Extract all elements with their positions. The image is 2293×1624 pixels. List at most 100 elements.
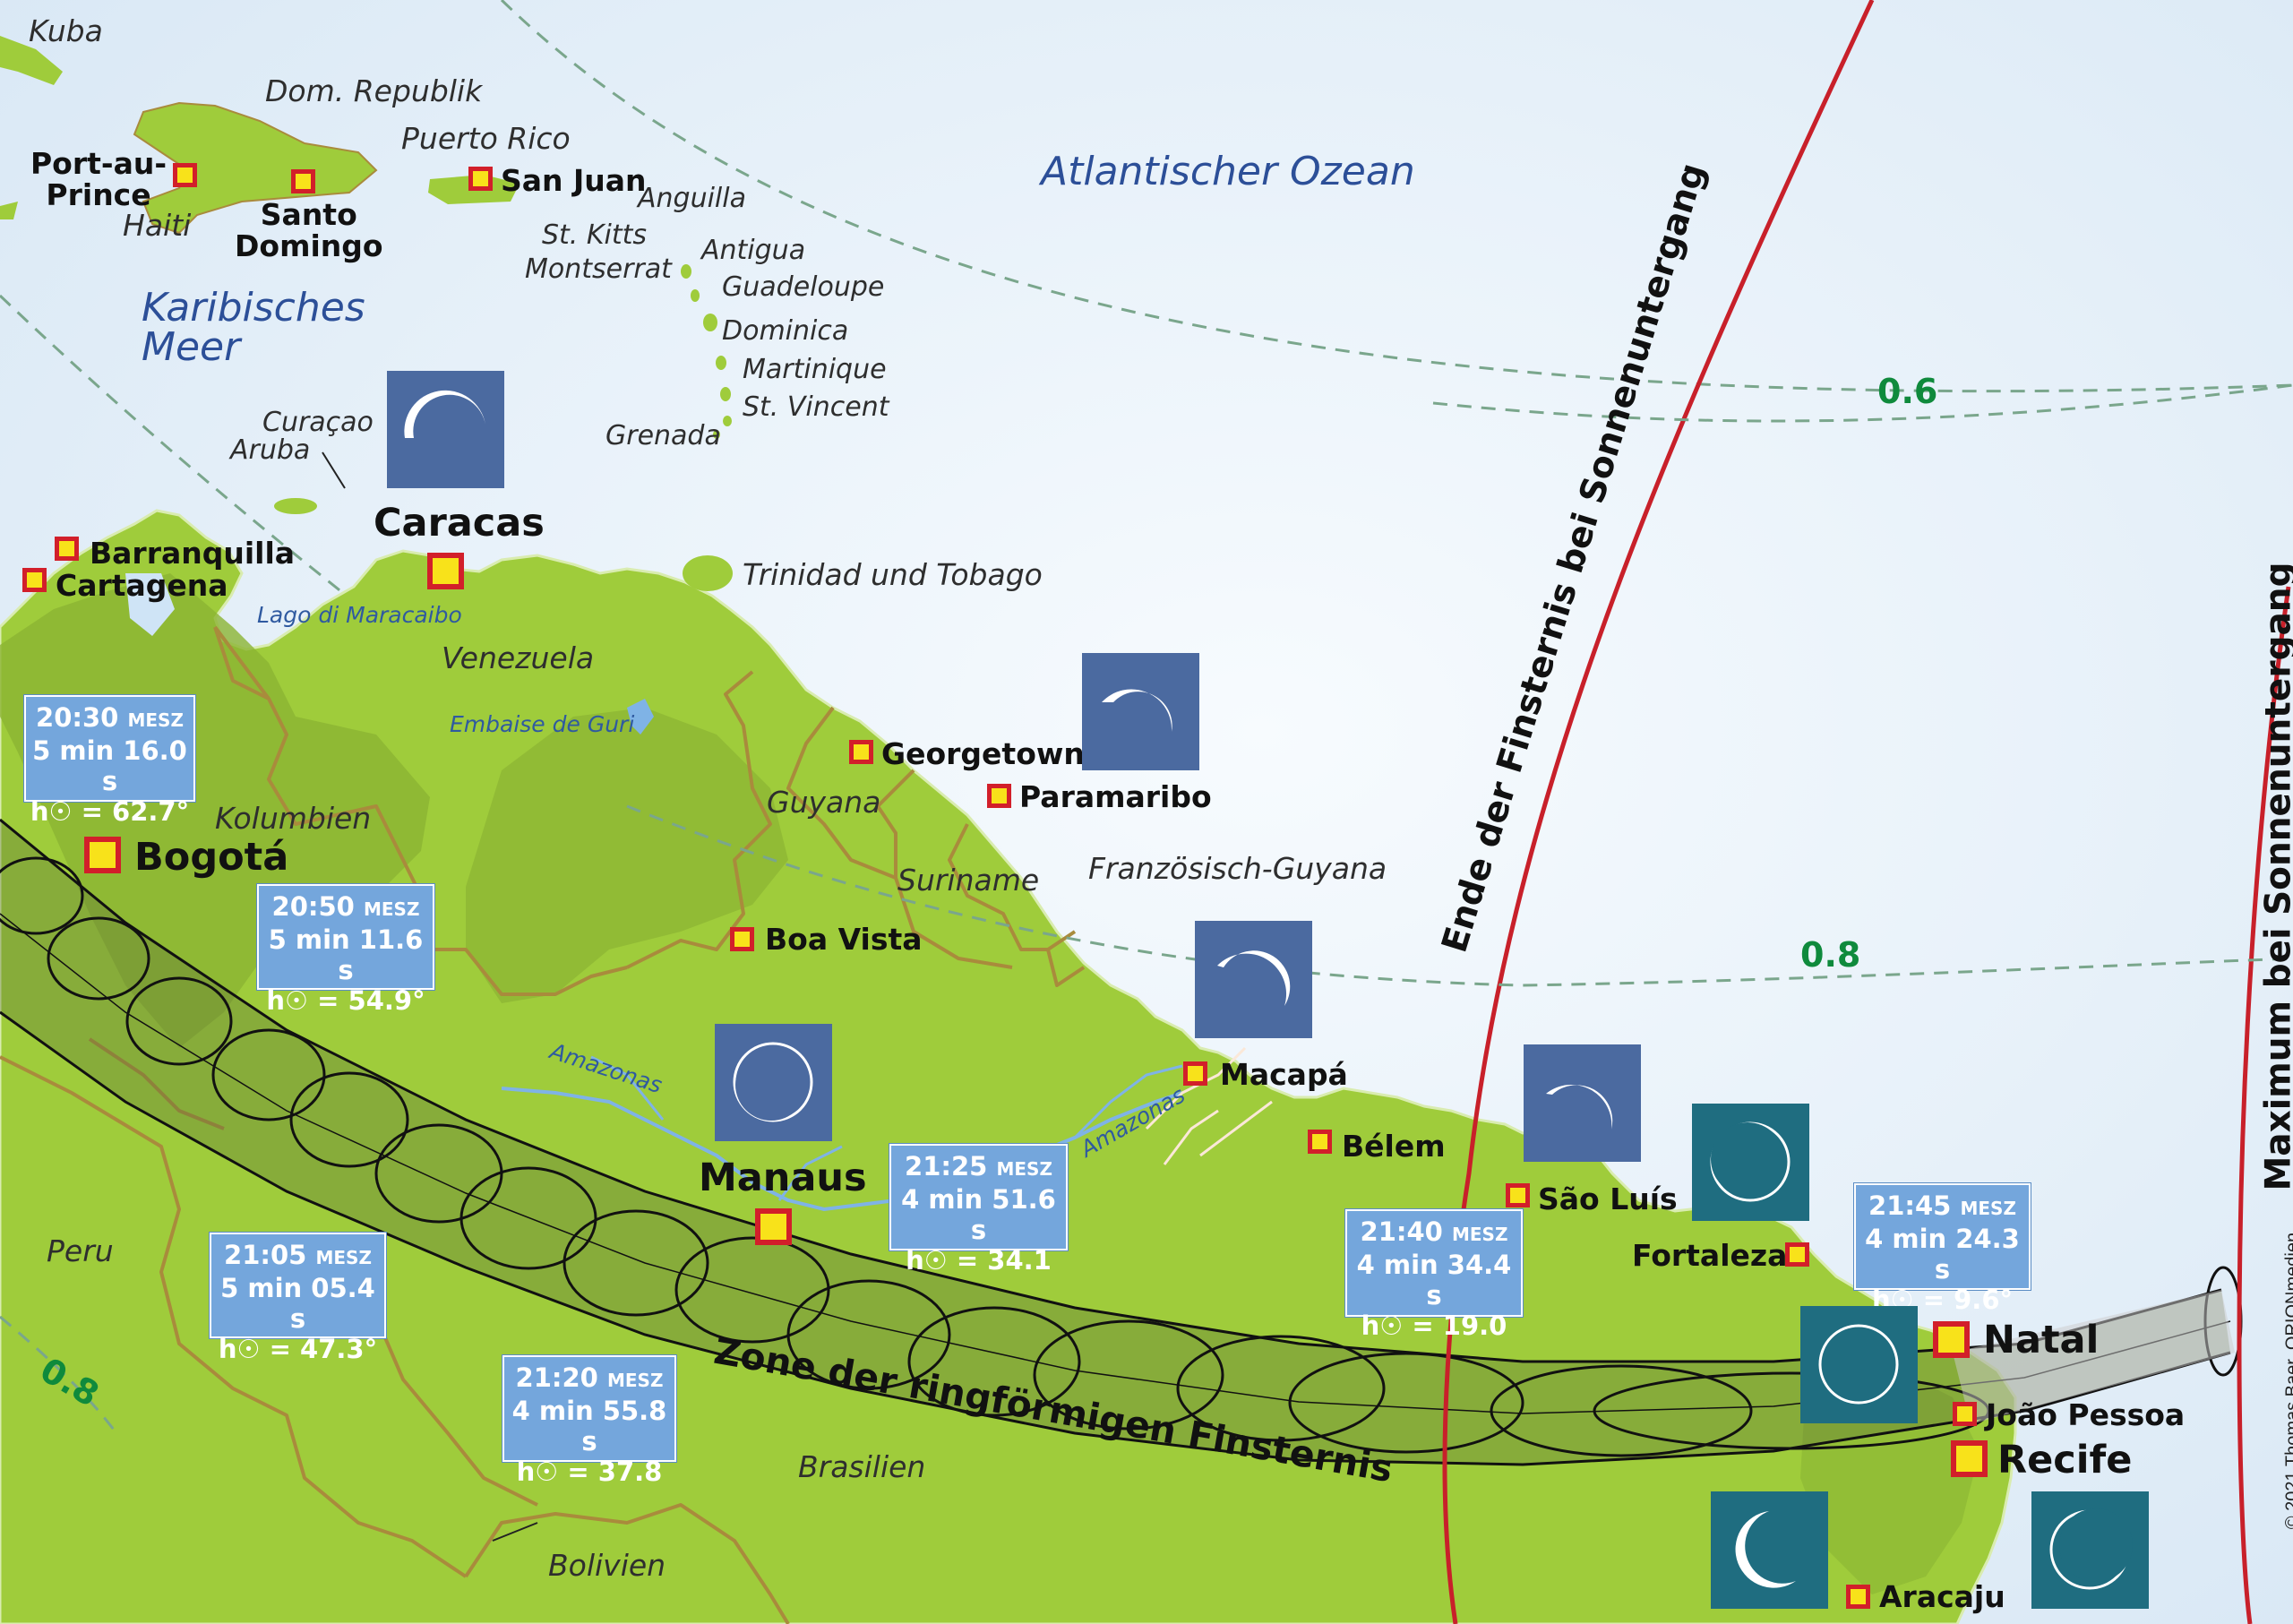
info-altitude: h☉ = 34.1 [906,1245,1052,1276]
marker-santo-domingo [291,169,315,193]
info-time: 21:20 [515,1362,598,1393]
marker-barranquilla [55,537,79,561]
marker-cartagena [22,568,47,592]
info-time: 21:05 [224,1240,307,1270]
zone-ellipse-15 [1490,1364,1753,1457]
city-belem: Bélem [1342,1129,1446,1164]
magnitude-line-08 [626,804,2293,987]
info-unit: MESZ [315,1247,372,1268]
zone-ellipse-4 [211,1028,326,1121]
info-unit: MESZ [606,1370,664,1391]
marker-aracaju [1846,1585,1870,1609]
marker-boa-vista [730,927,754,951]
city-bogota: Bogotá [134,835,289,880]
info-altitude: h☉ = 37.8 [516,1456,663,1487]
country-kuba: Kuba [29,13,103,48]
info-box-3: 21:05 MESZ 5 min 05.4 s h☉ = 47.3° [210,1233,386,1364]
island-curacao: Curaçao [262,407,374,438]
magnitude-line-06 [1432,383,2293,423]
info-box-4: 21:20 MESZ 4 min 55.8 s h☉ = 37.8 [502,1355,676,1487]
country-guyana: Guyana [767,785,881,820]
city-santo-domingo: Santo Domingo [235,197,383,263]
info-time: 21:40 [1360,1216,1443,1247]
maximum-at-sunset-line [2237,586,2291,1624]
marker-recife [1951,1440,1988,1477]
antilles-dots-3 [703,314,717,331]
borders [0,625,1086,1624]
city-manaus: Manaus [699,1156,867,1200]
amazon-river-2 [590,1055,1183,1201]
marker-belem [1308,1130,1332,1154]
island-st-kitts: St. Kitts [542,219,648,251]
island-anguilla: Anguilla [638,183,746,214]
trinidad-land [683,555,733,591]
country-peru: Peru [47,1233,114,1268]
eclipse-phase-icon [1692,1104,1809,1221]
info-duration: 4 min 24.3 s [1865,1224,2020,1285]
country-dom-republik: Dom. Republik [265,73,483,108]
marker-fortaleza [1785,1242,1809,1267]
info-box-6: 21:40 MESZ 4 min 34.4 s h☉ = 19.0 [1345,1209,1523,1341]
eclipse-phase-icon [1082,653,1199,770]
info-box-5-time-row: 21:25 MESZ [895,1151,1062,1184]
country-puerto-rico: Puerto Rico [401,121,571,156]
marker-sao-luis [1506,1183,1530,1207]
eclipse-phase-icon [1524,1044,1641,1162]
lake-guri [627,699,654,735]
marker-manaus [755,1208,792,1245]
eclipse-phase-icon [715,1024,832,1141]
info-time: 21:25 [905,1151,988,1181]
zone-ellipse-14 [1288,1352,1524,1454]
zone-ellipse-9 [674,1236,830,1344]
info-unit: MESZ [363,898,420,920]
island-st-vincent: St. Vincent [743,391,889,423]
info-altitude: h☉ = 47.3° [218,1334,378,1364]
zone-ellipse-3 [125,976,233,1066]
info-altitude: h☉ = 62.7° [30,796,190,827]
zone-ellipse-8 [563,1209,709,1317]
marker-paramaribo [987,784,1011,808]
island-martinique: Martinique [743,354,887,385]
info-box-7-time-row: 21:45 MESZ [1859,1190,2025,1224]
info-box-5: 21:25 MESZ 4 min 51.6 s h☉ = 34.1 [889,1144,1068,1276]
marker-joao-pessoa [1953,1402,1977,1426]
amazon-river [501,1087,1183,1212]
city-natal: Natal [1983,1318,2100,1362]
city-recife: Recife [1997,1438,2133,1482]
antilles-dots-2 [691,289,700,302]
dashed-arc-top [500,0,2293,393]
magnitude-line-08-left [0,1315,118,1434]
info-box-1-time-row: 20:30 MESZ [30,702,190,735]
zone-ellipse-1 [0,856,84,935]
marker-port-au-prince [173,163,197,187]
eclipse-phase-icon [387,371,504,488]
magnitude-label-06: 0.6 [1877,372,1938,411]
info-unit: MESZ [1451,1224,1508,1245]
info-box-3-time-row: 21:05 MESZ [215,1240,381,1273]
antilles-dots-1 [681,264,691,279]
zone-ellipse-5 [289,1071,409,1168]
guiana-highlands [466,708,788,1003]
info-box-7: 21:45 MESZ 4 min 24.3 s h☉ = 9.6° [1854,1183,2031,1315]
city-san-juan: San Juan [501,163,647,198]
aruba-leader [322,451,346,489]
country-franz-guyana: Französisch-Guyana [1088,851,1387,886]
city-georgetown: Georgetown [881,736,1085,771]
maximum-line-label: Maximum bei Sonnenuntergang [2258,562,2293,1191]
island-dominica: Dominica [722,315,849,347]
info-time: 20:50 [271,891,355,922]
info-duration: 5 min 05.4 s [220,1273,375,1334]
city-caracas: Caracas [374,501,545,546]
info-time: 21:45 [1868,1190,1952,1221]
info-duration: 4 min 55.8 s [511,1396,667,1456]
lake-maracaibo-label: Lago di Maracaibo [257,602,462,628]
city-paramaribo: Paramaribo [1019,779,1212,814]
marker-caracas [427,553,464,589]
island-montserrat: Montserrat [525,253,672,285]
magnitude-label-08-right: 0.8 [1800,935,1861,975]
atlantic-ocean-label: Atlantischer Ozean [1041,149,1415,194]
info-box-4-time-row: 21:20 MESZ [508,1362,671,1396]
antilles-dots-7 [713,430,720,439]
